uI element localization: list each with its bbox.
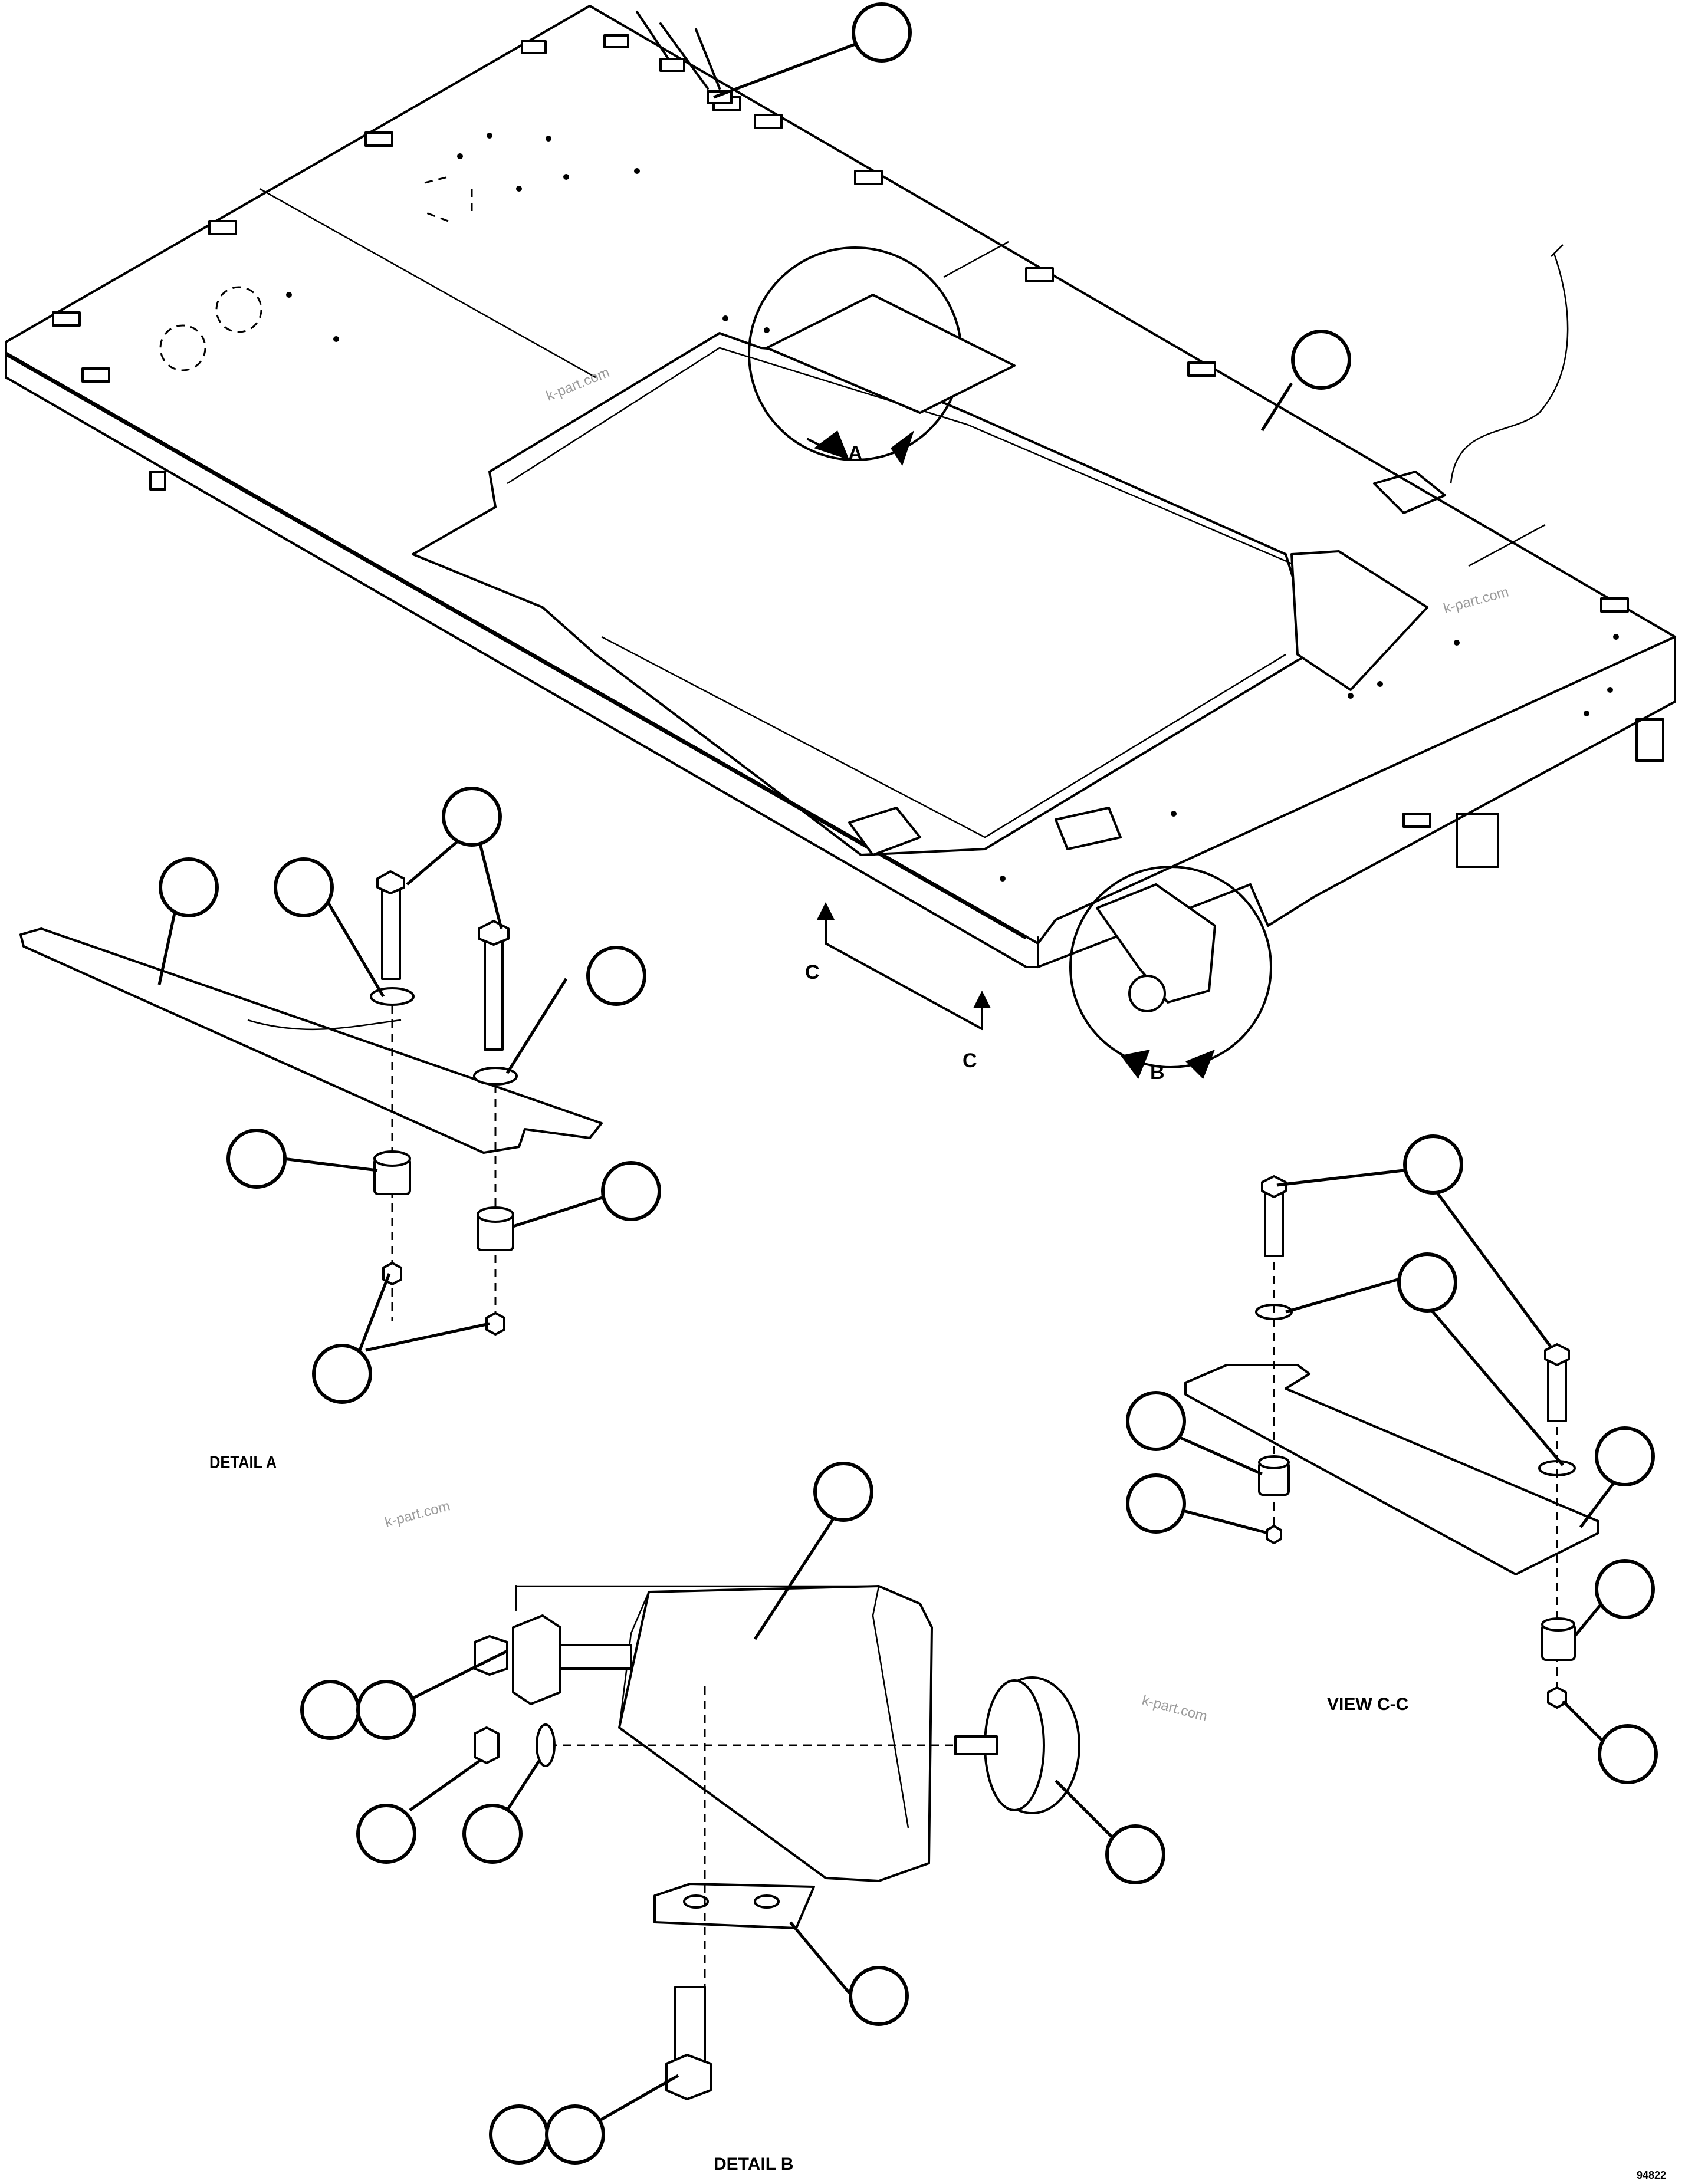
section-c-marker: C C <box>805 902 991 1072</box>
watermark-1: k-part.com <box>544 364 612 404</box>
section-a-label: A <box>848 442 863 465</box>
callout-bubbles <box>159 2 1658 2165</box>
watermark-4: k-part.com <box>1140 1692 1208 1725</box>
detail-a-parts: DETAIL A <box>19 870 603 1472</box>
tie-down-blocks <box>52 40 1629 828</box>
detail-b-parts: DETAIL B <box>474 1585 1080 2174</box>
drawing-number: 94822 <box>1637 2169 1666 2181</box>
watermark-2: k-part.com <box>1442 584 1510 616</box>
section-b-label: B <box>1150 1061 1165 1084</box>
detail-a-callout: A <box>748 246 1016 466</box>
section-c-upper-label: C <box>805 961 820 984</box>
mounting-holes <box>286 133 1619 882</box>
view-cc-title: VIEW C-C <box>1327 1695 1408 1714</box>
detail-b-title: DETAIL B <box>714 2155 794 2174</box>
view-cc-parts: VIEW C-C <box>1184 1175 1599 1714</box>
section-c-lower-label: C <box>963 1050 977 1072</box>
detail-b-callout: B <box>1069 866 1272 1084</box>
watermark-3: k-part.com <box>383 1498 452 1530</box>
detail-a-title: DETAIL A <box>209 1452 277 1472</box>
platform-assembly <box>5 5 1676 968</box>
